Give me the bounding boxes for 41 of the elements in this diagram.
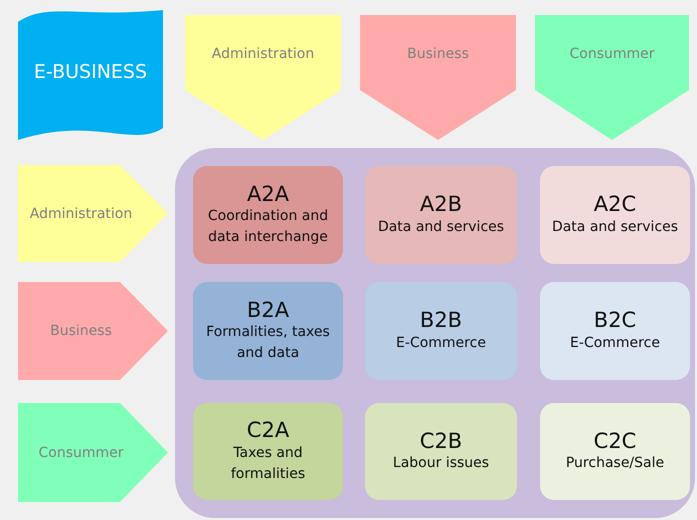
matrix-cell xyxy=(193,166,343,264)
cell-code: C2A xyxy=(246,418,290,443)
cell-code: B2A xyxy=(246,298,290,322)
column-header xyxy=(360,15,516,140)
matrix-panel xyxy=(175,148,695,518)
row-header xyxy=(18,165,168,262)
header-label: Consummer xyxy=(569,46,655,62)
matrix-cell xyxy=(193,282,343,380)
matrix-cell xyxy=(365,166,517,264)
matrix-cell xyxy=(540,282,690,380)
row-header xyxy=(18,403,168,502)
cell-code: A2A xyxy=(246,182,290,206)
title-banner xyxy=(18,10,163,140)
cell-code: A2C xyxy=(594,192,636,217)
cell-description: Labour issues xyxy=(392,454,490,474)
matrix-cell xyxy=(540,403,690,500)
cell-description: Taxes and formalities xyxy=(230,444,306,484)
cell-description: Formalities, taxes and data xyxy=(205,323,331,364)
cell-description: Purchase/Sale xyxy=(566,454,664,474)
banner-title: E-BUSINESS xyxy=(34,61,148,83)
cell-description: Data and services xyxy=(552,218,678,237)
cell-description: E-Commerce xyxy=(570,334,660,353)
row-header xyxy=(18,282,168,380)
header-label: Business xyxy=(407,46,469,62)
header-label: Administration xyxy=(212,46,314,62)
column-header xyxy=(535,15,689,140)
cell-code: B2C xyxy=(594,308,636,333)
cell-description: Data and services xyxy=(378,218,504,237)
cell-description: E-Commerce xyxy=(396,334,486,353)
header-label: Business xyxy=(50,323,112,339)
cell-code: A2B xyxy=(420,192,462,217)
cell-description: Coordination and data interchange xyxy=(206,207,330,248)
matrix-cell xyxy=(540,166,690,264)
cell-code: B2B xyxy=(420,308,462,333)
cell-code: C2B xyxy=(420,428,462,454)
column-header xyxy=(185,15,341,140)
header-label: Consummer xyxy=(38,444,124,460)
header-label: Administration xyxy=(30,206,132,222)
matrix-cell xyxy=(365,403,517,500)
matrix-cell xyxy=(193,403,343,500)
cell-code: C2C xyxy=(594,428,636,454)
